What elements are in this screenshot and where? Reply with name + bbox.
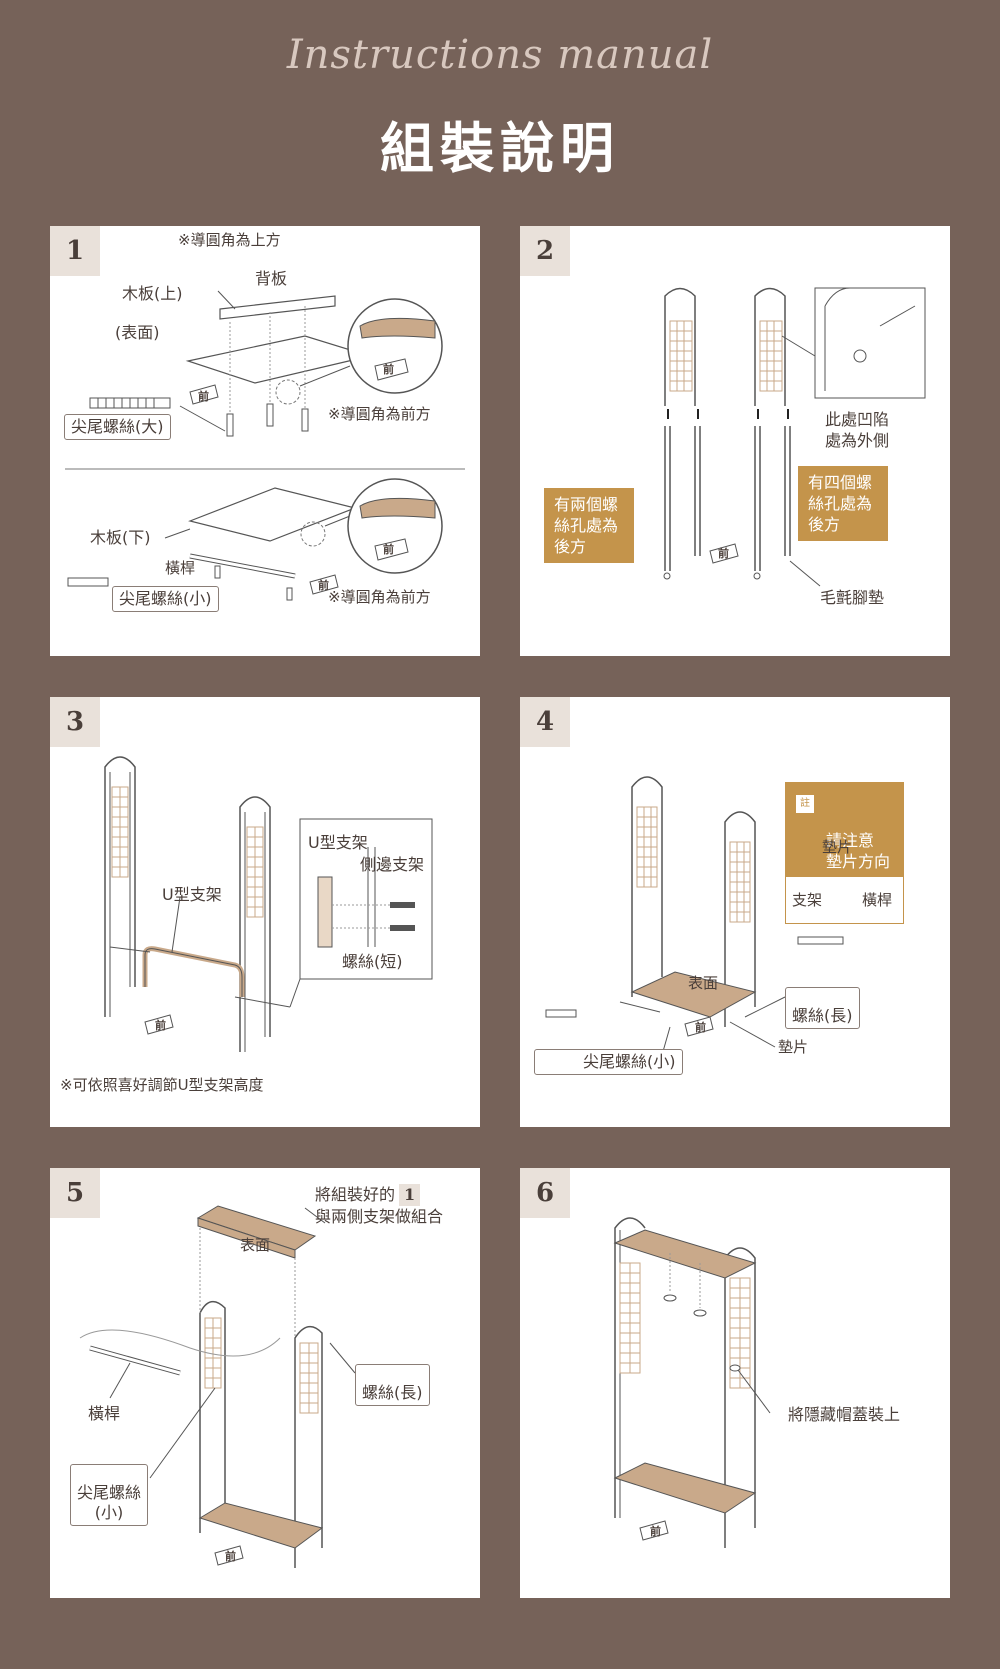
label-surface: 表面 [688,974,719,992]
zoom-circle [347,478,443,574]
label-felt-pad: 毛氈腳墊 [820,588,885,607]
instruction-prefix: 將組裝好的 [315,1185,396,1204]
note-rounded-front-2: ※導圓角為前方 [328,588,431,606]
step-number: 2 [520,226,570,276]
step-1-illustration [65,290,465,601]
label-surface: (表面) [115,323,160,342]
recess-note-text: 此處凹陷 處為外側 [825,410,890,450]
step-2-panel: 2 此處凹陷 處為外側 有兩個螺 絲孔處為 後方 有四個螺 絲孔處為 後方 毛氈… [520,226,950,656]
step-2-illustration [663,287,926,587]
label-rail: 橫桿 [165,559,196,577]
right-frame-shape [239,796,271,1052]
leader-line [217,290,236,310]
step-number: 3 [50,697,100,747]
note-badge: 註 [796,795,814,813]
step-6-panel: 6 將隱藏帽蓋裝上 前 [520,1168,950,1598]
left-frame-shape [104,756,136,1017]
inset-label-screw-short: 螺絲(短) [342,952,403,971]
step-3-illustration [104,756,433,1052]
front-direction-tag: 前 [383,363,394,376]
step-number: 6 [520,1168,570,1218]
label-rail: 橫桿 [862,891,893,909]
zoom-circle [347,298,443,394]
screw-small-line1: 尖尾螺絲 [77,1483,142,1502]
bottom-shelf-shape [198,1502,324,1549]
note-header: 註 請注意 墊片方向 [786,783,903,877]
bottom-shelf-shape [613,1462,757,1514]
header: Instructions manual 組裝說明 [0,0,1000,200]
front-direction-tag: 前 [383,543,394,556]
step-3-panel: 3 U型支架 U型支架 側邊支架 螺絲(短) ※可依照喜好調節U型支架高度 前 [50,697,480,1127]
label-rail: 橫桿 [88,1404,121,1423]
label-board-top: 木板(上) [122,284,183,303]
front-direction-tag: 前 [225,1550,236,1563]
note-rounded-top: ※導圓角為上方 [178,231,281,249]
step-number: 4 [520,697,570,747]
script-title: Instructions manual [286,32,714,78]
page-title: 組裝說明 [380,116,620,180]
step-5-illustration [79,1205,356,1568]
label-board-bottom: 木板(下) [90,528,151,547]
front-direction-tag: 前 [155,1019,166,1032]
bottom-shelf-shape [630,971,757,1018]
washer-orientation-note: 註 請注意 墊片方向 [785,782,904,924]
label-screw-long: 螺絲(長) [355,1364,430,1406]
front-direction-tag: 前 [718,547,729,560]
label-screw-small: 尖尾螺絲(小) [112,586,219,612]
step-4-illustration [545,776,882,1063]
label-bracket: 支架 [792,891,823,909]
label-washer: 墊片 [822,838,853,856]
label-back-panel: 背板 [255,269,288,288]
top-board-shape [185,335,373,384]
step-number: 1 [50,226,100,276]
left-frame-shape [614,1217,646,1518]
right-frame-note: 有四個螺 絲孔處為 後方 [798,466,888,541]
footnote: ※可依照喜好調節U型支架高度 [60,1076,264,1094]
front-direction-tag: 前 [695,1021,706,1034]
screw-shape [301,408,309,432]
front-direction-tag: 前 [650,1525,661,1538]
step-reference: 1 [399,1184,421,1206]
step-6-illustration [613,1217,771,1548]
right-frame-shape [754,287,786,406]
back-panel-shape [219,295,336,320]
label-surface: 表面 [240,1236,271,1254]
instruction-suffix: 與兩側支架做組合 [315,1207,444,1226]
left-frame-note: 有兩個螺 絲孔處為 後方 [544,488,634,563]
inset-label-u-bracket: U型支架 [308,833,368,852]
inset-label-side-bracket: 側邊支架 [360,855,425,874]
left-frame-shape [631,776,663,997]
label-washer-2: 墊片 [778,1038,809,1056]
label-screw-small: 尖尾螺絲(小) [534,1049,683,1075]
right-frame-shape [724,811,756,1027]
screw-shape [266,403,274,427]
zoom-rounded-corner [359,317,436,339]
note-title: 請注意 墊片方向 [826,831,891,871]
label-screw-large: 尖尾螺絲(大) [64,414,171,440]
hidden-cap-shape [693,1309,707,1317]
right-frame-shape [294,1325,323,1568]
step-1-panel: 1 ※導圓角為上方 背板 木板(上) (表面) 尖尾螺絲(大) ※導圓角為前方 … [50,226,480,656]
label-u-bracket: U型支架 [162,885,222,904]
front-direction-tag: 前 [318,579,329,592]
front-direction-tag: 前 [198,390,209,403]
label-screw-small: 尖尾螺絲 (小) [70,1464,149,1526]
hidden-cap-shape [729,1364,741,1372]
hidden-cap-shape [663,1294,677,1302]
label-recess-note: 此處凹陷 處為外側 [815,388,889,451]
label-screw-long: 螺絲(長) [785,987,860,1029]
label-hidden-caps: 將隱藏帽蓋裝上 [788,1405,901,1424]
step-number: 5 [50,1168,100,1218]
u-bracket-shape [142,946,245,997]
left-frame-shape [664,287,696,406]
top-shelf-shape [613,1229,757,1279]
step-4-panel: 4 註 請注意 墊片方向 墊片 支架 橫桿 表面 螺絲(長) 尖尾螺絲(小) 墊… [520,697,950,1127]
screw-shape [226,413,234,437]
bottom-board-shape [188,487,357,542]
detail-inset [814,287,926,399]
screw-small-line2: (小) [94,1503,124,1522]
note-rounded-front: ※導圓角為前方 [328,405,431,423]
